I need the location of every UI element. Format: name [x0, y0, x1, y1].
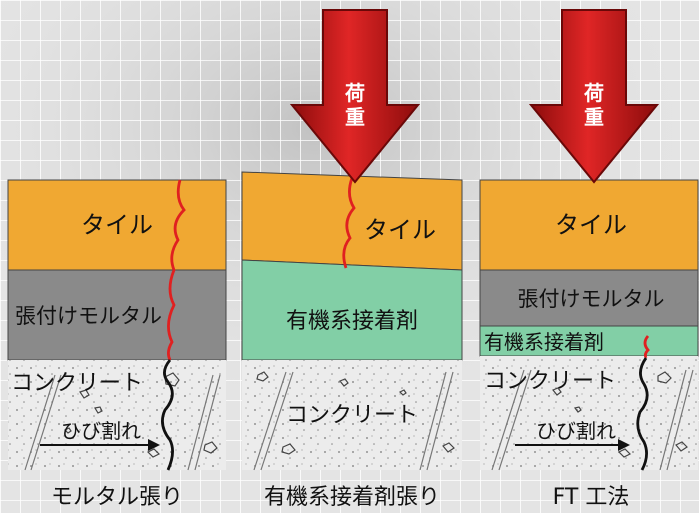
concrete-texture: [480, 356, 698, 470]
mortar-label: 張付けモルタル: [15, 304, 162, 328]
concrete-hatch: [491, 369, 694, 471]
tile-label: タイル: [364, 216, 436, 244]
caption-adhesive: 有機系接着剤張り: [264, 485, 440, 510]
concrete-label: コンクリート: [286, 403, 418, 428]
caption-ft: FT 工法: [553, 485, 630, 510]
load-arrow-2: 荷 重: [528, 9, 660, 184]
tile-layer: [479, 179, 699, 271]
load-arrow-shape: [289, 9, 421, 184]
concrete-hatch: [253, 371, 454, 471]
tile-layer: [7, 179, 227, 271]
crack-line-lower: [636, 357, 649, 471]
tile-label: タイル: [81, 211, 153, 239]
crack-line-upper: [167, 179, 186, 361]
tile-label: タイル: [555, 211, 627, 239]
concrete-aggregate: [256, 371, 455, 455]
concrete-aggregate: [63, 372, 218, 458]
mortar-label: 張付けモルタル: [518, 287, 665, 311]
concrete-hatch: [24, 374, 221, 471]
panel-adhesive: タイル 有機系接着剤 コンクリート: [241, 171, 463, 471]
adhesive-label: 有機系接着剤: [286, 309, 418, 334]
concrete-label: コンクリート: [11, 371, 143, 396]
mortar-layer: [479, 269, 699, 327]
load-arrow-1: 荷 重: [289, 9, 421, 184]
load-label-char-1: 荷: [584, 81, 604, 105]
crack-pointer-arrowhead: [148, 439, 160, 451]
load-label-char-2: 重: [345, 105, 365, 129]
crack-line-lower: [161, 359, 174, 471]
panel-ft: タイル 張付けモルタル 有機系接着剤 コンクリート ひび割れ: [479, 179, 699, 471]
caption-mortar: モルタル張り: [51, 485, 183, 510]
adhesive-layer: [479, 325, 699, 357]
crack-line-upper: [643, 335, 650, 359]
load-label-char-2: 重: [584, 105, 604, 129]
concrete-aggregate: [552, 371, 688, 458]
crack-pointer-arrowhead: [618, 439, 630, 451]
concrete-texture: [8, 360, 226, 470]
load-label-char-1: 荷: [345, 81, 365, 105]
load-arrow-shape: [528, 9, 660, 184]
crack-label: ひび割れ: [61, 419, 141, 443]
adhesive-label: 有機系接着剤: [484, 330, 604, 354]
panel-mortar: タイル 張付けモルタル コンクリート ひび割れ: [7, 179, 227, 471]
crack-label: ひび割れ: [536, 419, 616, 443]
concrete-label: コンクリート: [484, 369, 616, 394]
crack-line: [342, 177, 356, 269]
